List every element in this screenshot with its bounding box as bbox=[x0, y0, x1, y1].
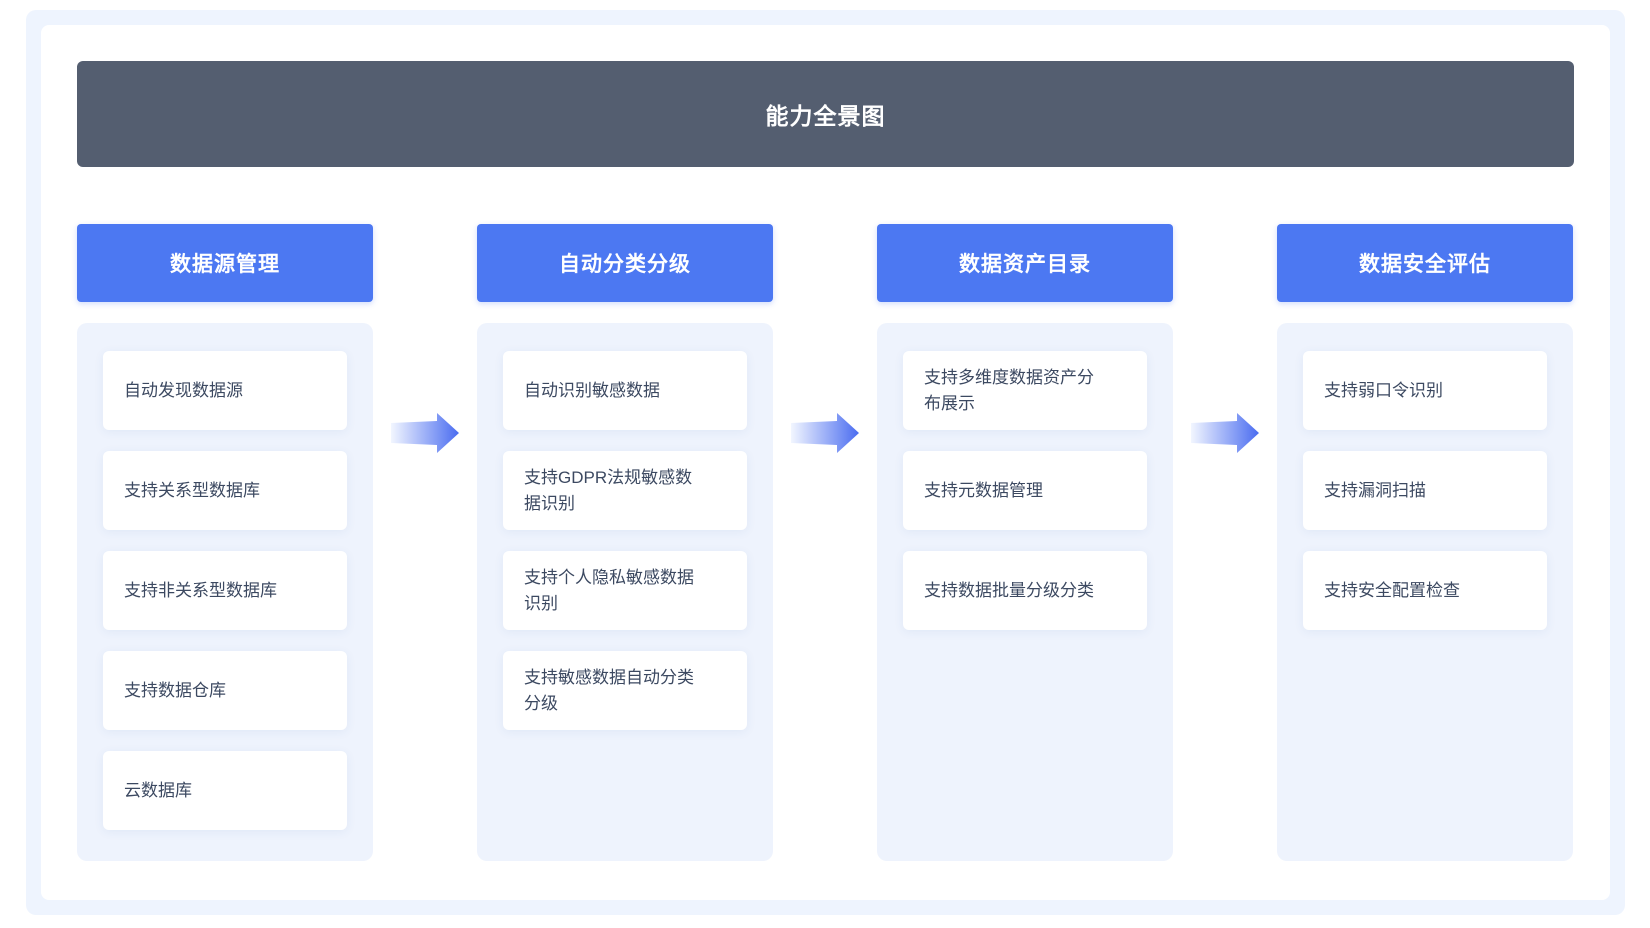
feature-label: 支持安全配置检查 bbox=[1324, 580, 1460, 600]
column-connector bbox=[773, 224, 877, 861]
capability-columns-row: 数据源管理 自动发现数据源 支持关系型数据库 支持非关系型数据库 支持数据仓库 … bbox=[77, 224, 1574, 861]
column-panel: 支持弱口令识别 支持漏洞扫描 支持安全配置检查 bbox=[1277, 323, 1573, 861]
feature-label: 自动识别敏感数据 bbox=[524, 380, 660, 400]
column-header: 数据安全评估 bbox=[1277, 224, 1573, 302]
feature-card: 支持元数据管理 bbox=[903, 451, 1147, 530]
column-header: 数据资产目录 bbox=[877, 224, 1173, 302]
column-panel: 自动识别敏感数据 支持GDPR法规敏感数据识别 支持个人隐私敏感数据识别 支持敏… bbox=[477, 323, 773, 861]
feature-card: 支持GDPR法规敏感数据识别 bbox=[503, 451, 747, 530]
feature-card: 自动识别敏感数据 bbox=[503, 351, 747, 430]
column-connector bbox=[1173, 224, 1277, 861]
diagram-sheet: 能力全景图 数据源管理 自动发现数据源 支持关系型数据库 支持非关系型数据库 支… bbox=[41, 25, 1610, 900]
arrow-right-icon bbox=[391, 413, 459, 453]
feature-label: 支持关系型数据库 bbox=[124, 480, 260, 500]
column-panel: 自动发现数据源 支持关系型数据库 支持非关系型数据库 支持数据仓库 云数据库 bbox=[77, 323, 373, 861]
feature-card: 支持个人隐私敏感数据识别 bbox=[503, 551, 747, 630]
column-panel: 支持多维度数据资产分布展示 支持元数据管理 支持数据批量分级分类 bbox=[877, 323, 1173, 861]
feature-label: 支持敏感数据自动分类分级 bbox=[524, 667, 694, 713]
feature-label: 支持元数据管理 bbox=[924, 480, 1043, 500]
column-data-security-assessment: 数据安全评估 支持弱口令识别 支持漏洞扫描 支持安全配置检查 bbox=[1277, 224, 1573, 861]
feature-label: 支持非关系型数据库 bbox=[124, 580, 277, 600]
column-header: 自动分类分级 bbox=[477, 224, 773, 302]
feature-card: 自动发现数据源 bbox=[103, 351, 347, 430]
arrow-right-icon bbox=[1191, 413, 1259, 453]
feature-label: 支持个人隐私敏感数据识别 bbox=[524, 567, 694, 613]
feature-card: 支持敏感数据自动分类分级 bbox=[503, 651, 747, 730]
feature-card: 支持数据仓库 bbox=[103, 651, 347, 730]
feature-card: 支持安全配置检查 bbox=[1303, 551, 1547, 630]
banner-title: 能力全景图 bbox=[765, 103, 886, 129]
feature-card: 支持漏洞扫描 bbox=[1303, 451, 1547, 530]
banner: 能力全景图 bbox=[77, 61, 1574, 167]
outer-frame: 能力全景图 数据源管理 自动发现数据源 支持关系型数据库 支持非关系型数据库 支… bbox=[26, 10, 1625, 915]
feature-card: 云数据库 bbox=[103, 751, 347, 830]
column-header: 数据源管理 bbox=[77, 224, 373, 302]
column-data-source-management: 数据源管理 自动发现数据源 支持关系型数据库 支持非关系型数据库 支持数据仓库 … bbox=[77, 224, 373, 861]
feature-label: 自动发现数据源 bbox=[124, 380, 243, 400]
feature-label: 支持数据仓库 bbox=[124, 680, 226, 700]
arrow-right-icon bbox=[791, 413, 859, 453]
feature-card: 支持弱口令识别 bbox=[1303, 351, 1547, 430]
feature-label: 支持弱口令识别 bbox=[1324, 380, 1443, 400]
feature-card: 支持非关系型数据库 bbox=[103, 551, 347, 630]
feature-label: 云数据库 bbox=[124, 780, 192, 800]
feature-card: 支持关系型数据库 bbox=[103, 451, 347, 530]
column-connector bbox=[373, 224, 477, 861]
column-data-asset-catalog: 数据资产目录 支持多维度数据资产分布展示 支持元数据管理 支持数据批量分级分类 bbox=[877, 224, 1173, 861]
feature-label: 支持多维度数据资产分布展示 bbox=[924, 367, 1094, 413]
feature-card: 支持数据批量分级分类 bbox=[903, 551, 1147, 630]
feature-label: 支持数据批量分级分类 bbox=[924, 580, 1094, 600]
feature-label: 支持漏洞扫描 bbox=[1324, 480, 1426, 500]
feature-card: 支持多维度数据资产分布展示 bbox=[903, 351, 1147, 430]
column-auto-classification: 自动分类分级 自动识别敏感数据 支持GDPR法规敏感数据识别 支持个人隐私敏感数… bbox=[477, 224, 773, 861]
feature-label: 支持GDPR法规敏感数据识别 bbox=[524, 467, 693, 513]
